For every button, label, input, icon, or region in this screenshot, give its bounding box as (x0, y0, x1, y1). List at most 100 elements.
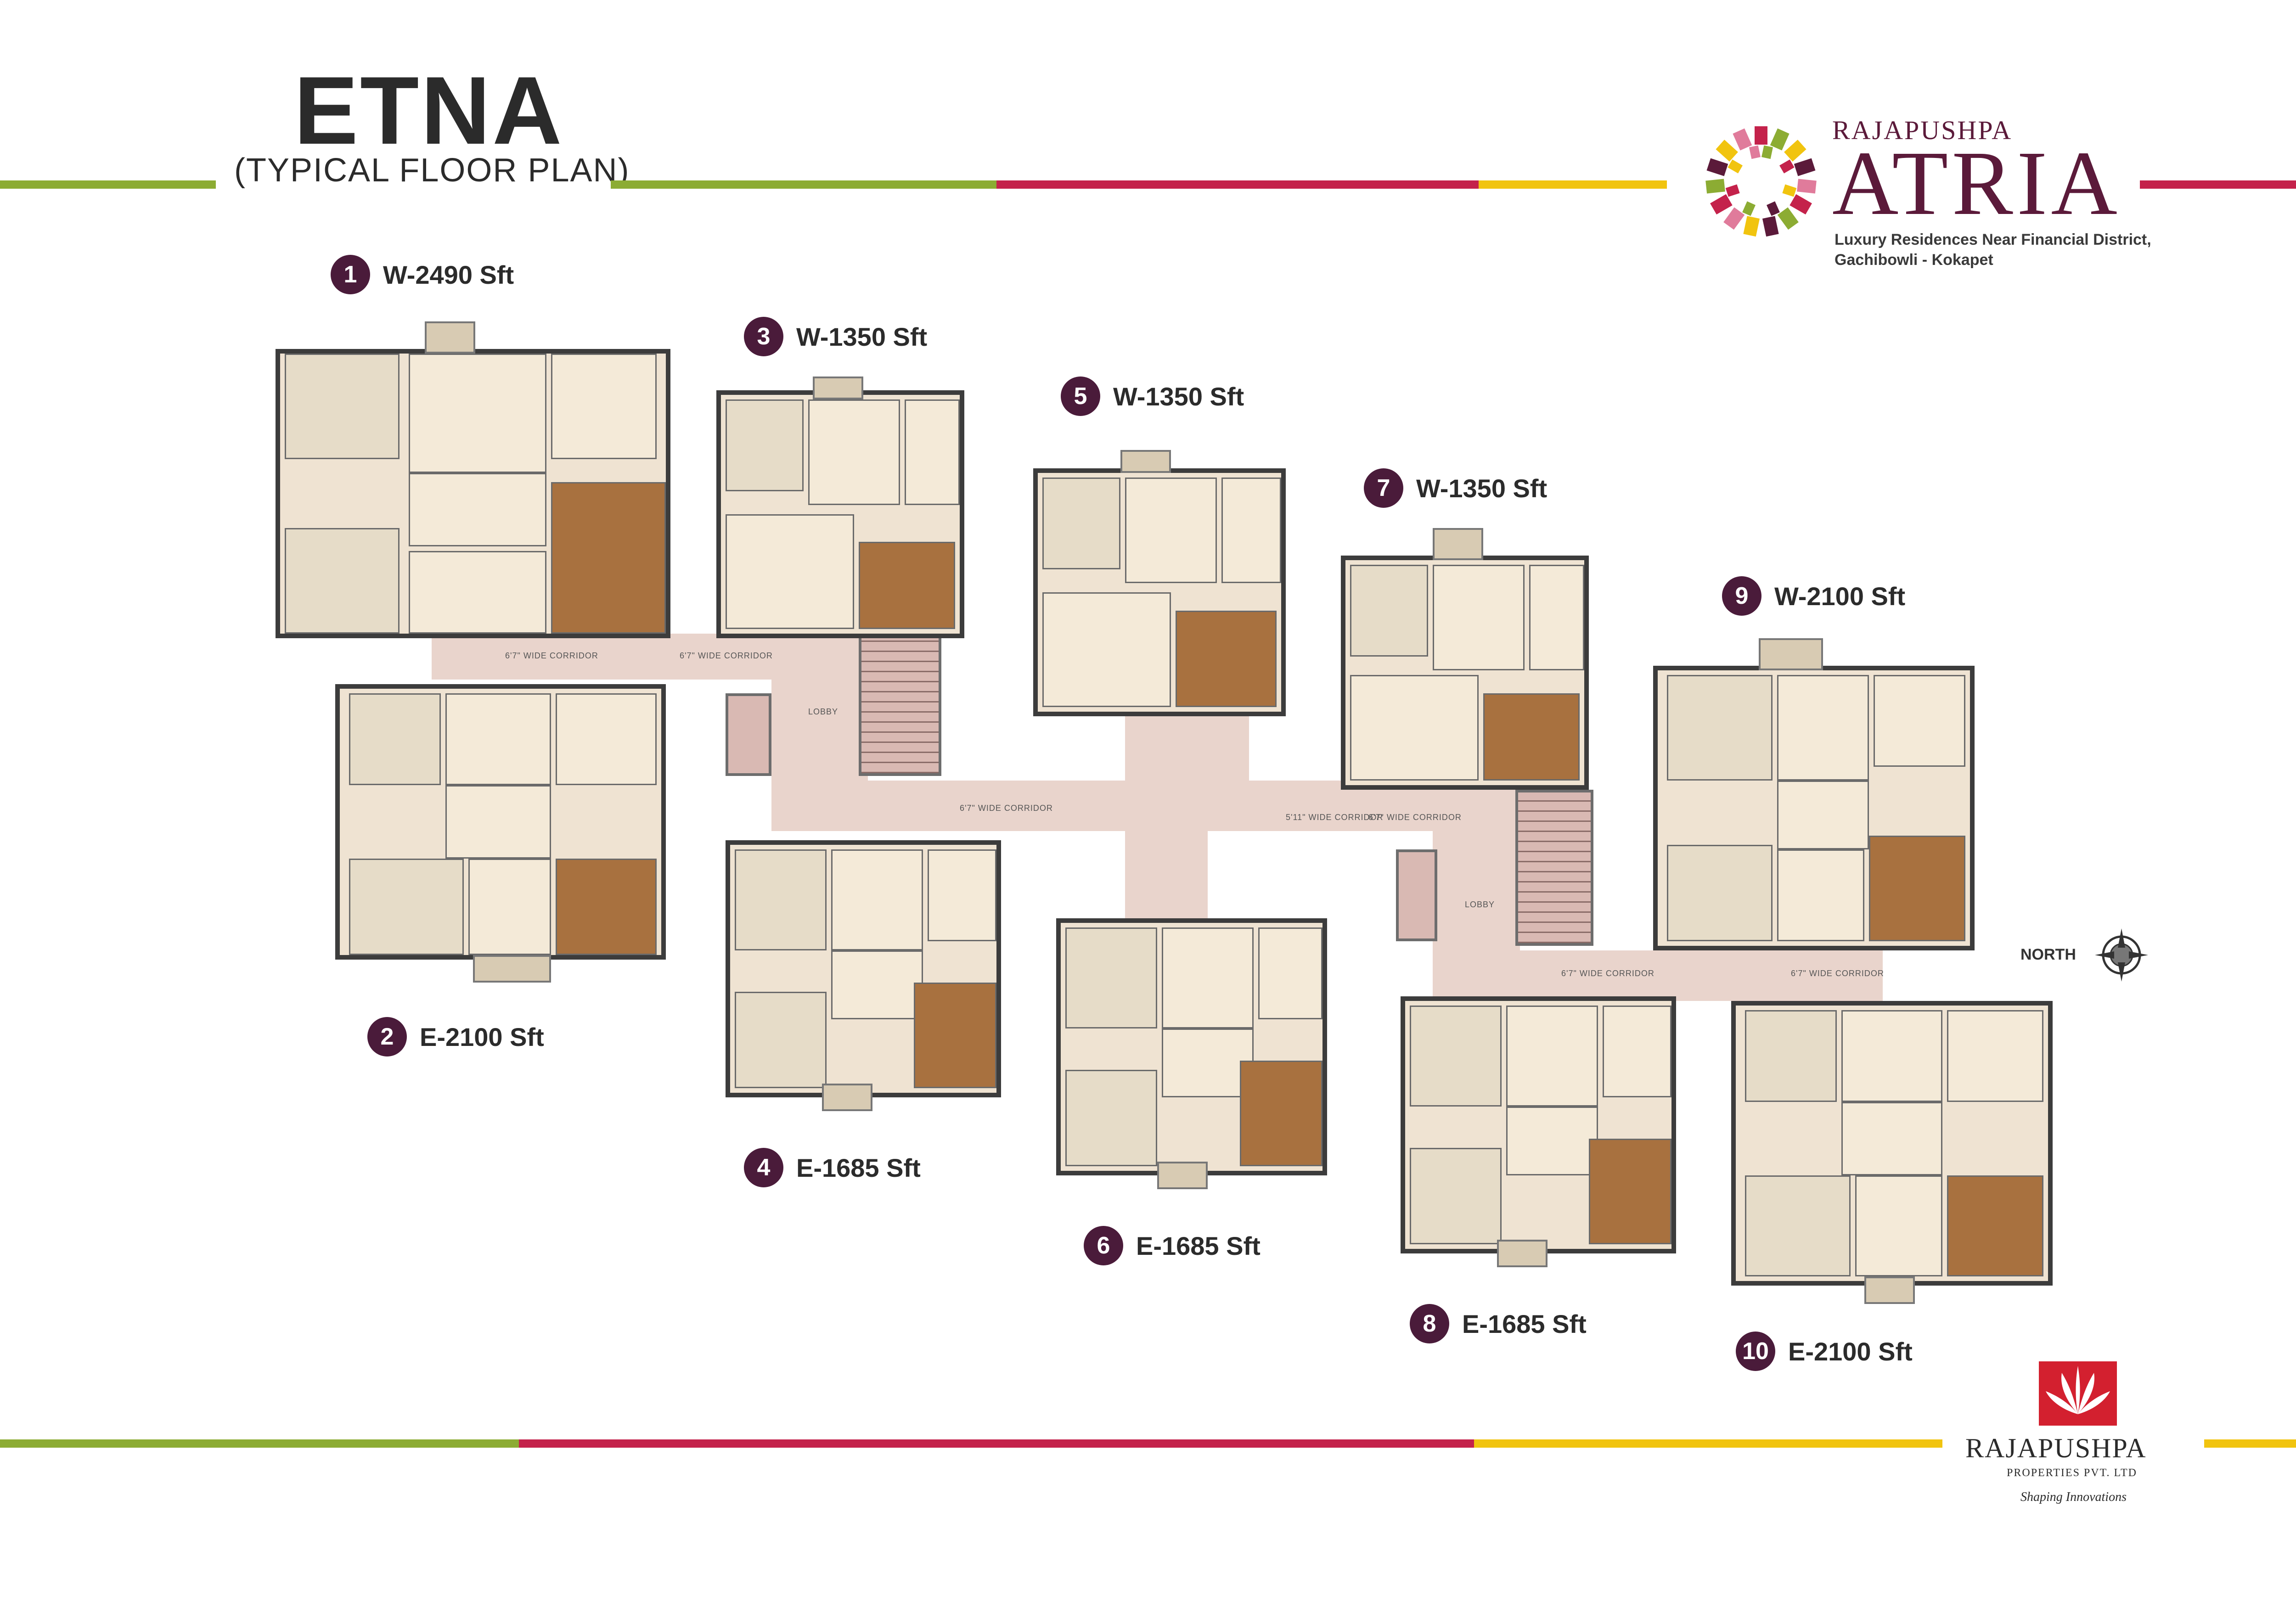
unit-8-sitout (1497, 1240, 1548, 1267)
unit-number-badge: 1 (331, 255, 370, 294)
corridor-label-lower-east: 6'7" WIDE CORRIDOR (1791, 969, 1884, 978)
unit-4-drawing (831, 849, 923, 950)
corridor-label-main-east: 6'7" WIDE CORRIDOR (1368, 813, 1462, 822)
brand-small-name: RAJAPUSHPA (1832, 115, 2013, 145)
lobby-east (1433, 790, 1520, 1001)
unit-label-2: 2 E-2100 Sft (367, 1017, 544, 1056)
unit-label-4: 4 E-1685 Sft (744, 1148, 921, 1187)
top-stripe-green (611, 180, 996, 189)
unit-8-plan (1401, 996, 1676, 1253)
unit-8-bedroom-2 (1410, 1148, 1502, 1244)
unit-label-7: 7 W-1350 Sft (1364, 468, 1547, 508)
top-stripe-yellow (1479, 180, 1667, 189)
unit-10-bedroom-2 (1745, 1175, 1851, 1276)
unit-3-plan (716, 390, 964, 638)
unit-9-bedroom (1667, 675, 1773, 781)
unit-7-bedroom (1350, 565, 1428, 657)
unit-2-kitchen (556, 693, 657, 785)
unit-4-bedroom-2 (735, 992, 827, 1088)
unit-2-plan (335, 684, 666, 960)
unit-4-dining (831, 950, 923, 1019)
unit-6-sitout (1157, 1162, 1208, 1189)
unit-3-kitchen (905, 399, 960, 505)
unit-label-3: 3 W-1350 Sft (744, 317, 927, 356)
unit-9-plan (1653, 666, 1975, 950)
unit-number-badge: 7 (1364, 468, 1403, 508)
unit-3-sitout (813, 376, 863, 399)
page-title: ETNA (294, 56, 564, 164)
unit-10-sitout (1864, 1276, 1915, 1304)
corridor-label-secondary: 5'11" WIDE CORRIDOR (1286, 813, 1384, 822)
unit-size-label: E-2100 Sft (420, 1022, 544, 1051)
unit-5-master-bedroom (1176, 611, 1277, 707)
unit-label-6: 6 E-1685 Sft (1084, 1226, 1261, 1265)
unit-size-label: W-1350 Sft (1416, 473, 1548, 503)
company-slogan: Shaping Innovations (2020, 1490, 2127, 1504)
north-label: NORTH (2020, 946, 2076, 963)
corridor-label-lower: 6'7" WIDE CORRIDOR (1561, 969, 1654, 978)
company-name: RAJAPUSHPA (1965, 1433, 2147, 1463)
unit-1-sitout (425, 321, 475, 354)
unit-1-kitchen (551, 354, 657, 459)
unit-1-bedroom-2 (285, 528, 400, 634)
unit-6-master-bedroom (1240, 1061, 1322, 1166)
unit-6-plan (1056, 918, 1327, 1175)
bottom-stripe-crimson (519, 1439, 1474, 1448)
unit-6-dining (1162, 1028, 1254, 1097)
unit-1-dining (409, 473, 546, 546)
unit-2-dining (445, 785, 551, 859)
unit-9-bedroom-2 (1667, 845, 1773, 941)
page-subtitle: (TYPICAL FLOOR PLAN) (234, 152, 630, 189)
unit-number-badge: 6 (1084, 1226, 1123, 1265)
unit-label-8: 8 E-1685 Sft (1410, 1304, 1587, 1343)
unit-10-drawing (1841, 1010, 1942, 1102)
unit-4-master-bedroom (914, 983, 996, 1088)
unit-4-kitchen (928, 849, 996, 941)
unit-5-kitchen (1221, 478, 1281, 583)
unit-1-master-bedroom (551, 482, 666, 634)
unit-7-drawing (1350, 675, 1479, 781)
unit-8-master-bedroom (1589, 1139, 1671, 1244)
company-subtitle: PROPERTIES PVT. LTD (2007, 1467, 2137, 1479)
unit-number-badge: 4 (744, 1148, 783, 1187)
unit-7-master-bedroom (1483, 693, 1580, 781)
unit-2-master-bedroom (556, 859, 657, 955)
staircase-east (1515, 790, 1593, 946)
compass-icon (2095, 928, 2148, 982)
bottom-stripe-yellow (1474, 1439, 1942, 1448)
unit-7-dining (1433, 565, 1525, 670)
unit-9-kitchen (1874, 675, 1965, 767)
unit-2-living (468, 859, 551, 955)
unit-label-10: 10 E-2100 Sft (1736, 1332, 1913, 1371)
unit-size-label: W-2490 Sft (383, 260, 514, 289)
unit-label-1: 1 W-2490 Sft (331, 255, 514, 294)
unit-label-5: 5 W-1350 Sft (1061, 376, 1244, 416)
unit-7-kitchen (1529, 565, 1584, 670)
unit-size-label: E-1685 Sft (796, 1153, 921, 1182)
unit-10-kitchen (1947, 1010, 2043, 1102)
unit-7-plan (1341, 556, 1589, 790)
unit-size-label: E-2100 Sft (1788, 1337, 1913, 1366)
unit-10-plan (1731, 1001, 2053, 1286)
unit-9-master-bedroom (1869, 836, 1965, 941)
unit-5-dining (1125, 478, 1217, 583)
unit-2-drawing (445, 693, 551, 785)
unit-number-badge: 8 (1410, 1304, 1449, 1343)
brand-tagline: Luxury Residences Near Financial Distric… (1835, 230, 2151, 270)
unit-4-sitout (822, 1084, 872, 1111)
unit-3-drawing (726, 514, 854, 629)
unit-number-badge: 2 (367, 1017, 407, 1056)
top-stripe-crimson (996, 180, 1479, 189)
staircase-west (859, 634, 941, 776)
lobby-west (771, 634, 868, 831)
lobby-label-east: LOBBY (1465, 900, 1495, 909)
brand-tagline-line-1: Luxury Residences Near Financial Distric… (1835, 231, 2151, 248)
unit-number-badge: 10 (1736, 1332, 1775, 1371)
unit-10-dining (1841, 1102, 1942, 1175)
unit-10-bedroom (1745, 1010, 1837, 1102)
unit-2-sitout (473, 955, 551, 983)
unit-size-label: E-1685 Sft (1462, 1309, 1587, 1338)
corridor-vertical-east (1199, 716, 1249, 785)
unit-8-drawing (1506, 1006, 1598, 1107)
unit-1-drawing (409, 551, 546, 634)
